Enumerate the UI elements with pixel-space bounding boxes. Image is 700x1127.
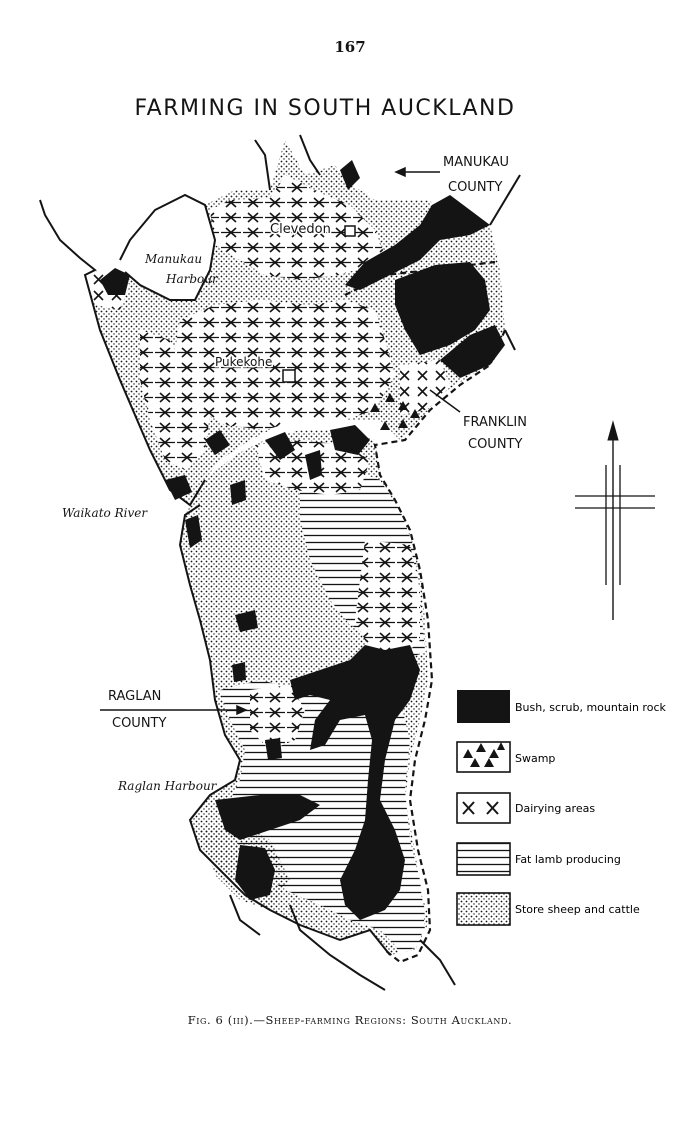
legend-label-store: Store sheep and cattle: [515, 903, 640, 916]
legend-label-bush: Bush, scrub, mountain rock: [515, 701, 666, 714]
legend-label-swamp: Swamp: [515, 752, 555, 765]
label-manukau-county-2: COUNTY: [448, 180, 502, 195]
label-raglan-county-1: RAGLAN: [108, 689, 161, 704]
figure-caption: Fig. 6 (iii).—Sheep-farming Regions: Sou…: [187, 1013, 513, 1027]
label-raglan-county-2: COUNTY: [112, 716, 166, 731]
label-pukekohe: Pukekohe: [215, 355, 272, 369]
map-title: FARMING IN SOUTH AUCKLAND: [134, 96, 516, 121]
legend: Bush, scrub, mountain rock Swamp Dairyin…: [456, 690, 666, 926]
dairy-region-west-coast: [140, 330, 210, 470]
clevedon-town-marker: [344, 225, 356, 237]
dairy-region-central-east: [355, 540, 420, 660]
legend-swatch-bush: [457, 690, 510, 723]
swamp-areas: [370, 393, 420, 430]
label-clevedon: Clevedon: [270, 222, 331, 237]
legend-label-dairy: Dairying areas: [515, 802, 595, 815]
label-franklin-county-1: FRANKLIN: [463, 415, 527, 430]
label-manukau-harbour-2: Harbour: [165, 272, 219, 286]
place-labels: MANUKAU COUNTY Clevedon Manukau Harbour …: [62, 155, 527, 793]
label-franklin-county-2: COUNTY: [468, 437, 522, 452]
legend-swatch-fatlamb: [456, 842, 511, 876]
dairy-region-east: [400, 360, 450, 415]
county-pointers: [100, 166, 461, 716]
bush-scrub-areas: [100, 160, 505, 920]
north-compass: [575, 420, 655, 620]
pukekohe-town-marker: [282, 369, 296, 383]
legend-swatch-dairy: [456, 792, 511, 824]
label-manukau-harbour-1: Manukau: [144, 252, 202, 266]
page-number: 167: [334, 38, 366, 56]
dairy-region-raglan: [250, 685, 305, 750]
dairy-region-pukekohe: [175, 300, 395, 430]
label-waikato-river: Waikato River: [62, 506, 148, 520]
dairy-region-clevedon: [210, 175, 385, 280]
coastline: [39, 134, 521, 991]
label-manukau-county-1: MANUKAU: [443, 155, 509, 170]
legend-label-fatlamb: Fat lamb producing: [515, 853, 621, 866]
label-raglan-harbour: Raglan Harbour: [117, 779, 218, 793]
legend-swatch-store: [456, 892, 511, 926]
